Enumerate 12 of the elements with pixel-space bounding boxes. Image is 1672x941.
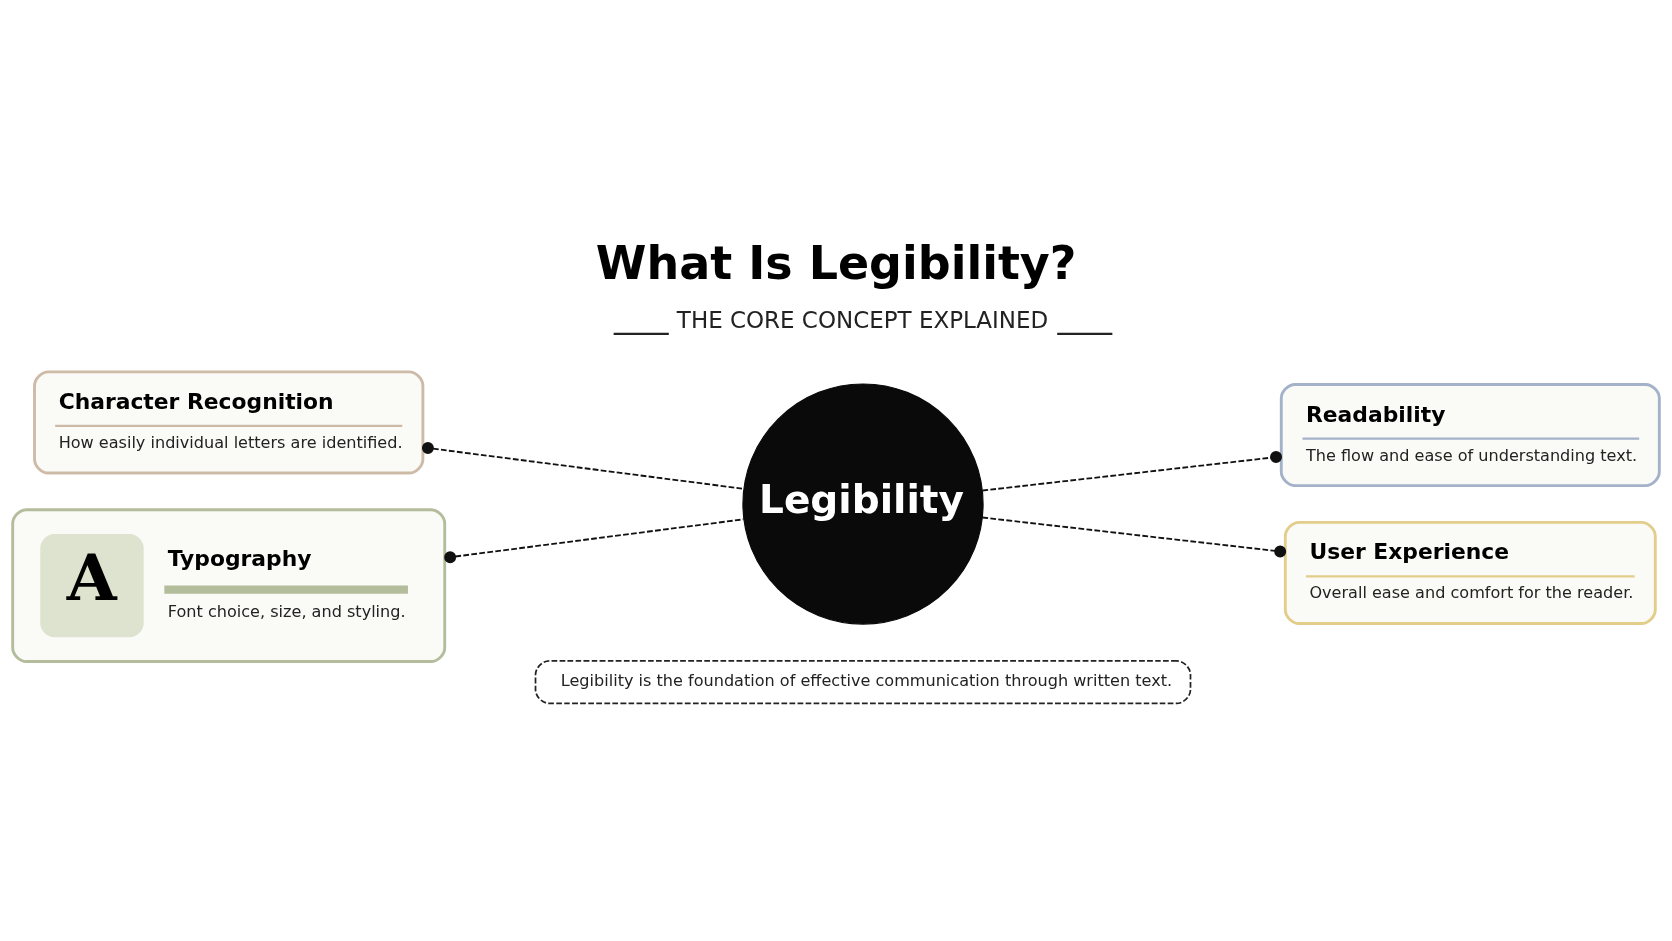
node-box: User Experience Overall ease and comfort for the reader.	[1283, 520, 1657, 625]
diagram-title: What Is Legibility?	[595, 235, 1077, 290]
label: THE CORE CONCEPT EXPLAINED	[676, 306, 1049, 333]
node-circle: Legibility	[742, 382, 984, 625]
connector	[981, 450, 1282, 491]
node-box: Readability The flow and ease of understanding text.	[1279, 382, 1661, 487]
node-box: Character Recognition How easily individual letters are identified.	[33, 369, 425, 474]
connector	[421, 441, 745, 490]
connector	[444, 517, 745, 563]
node-box: A Typography Font choice, size, and styling.	[11, 507, 447, 663]
connector	[981, 516, 1287, 557]
node-box: Legibility is the foundation of effective communication through written text.	[534, 659, 1192, 704]
